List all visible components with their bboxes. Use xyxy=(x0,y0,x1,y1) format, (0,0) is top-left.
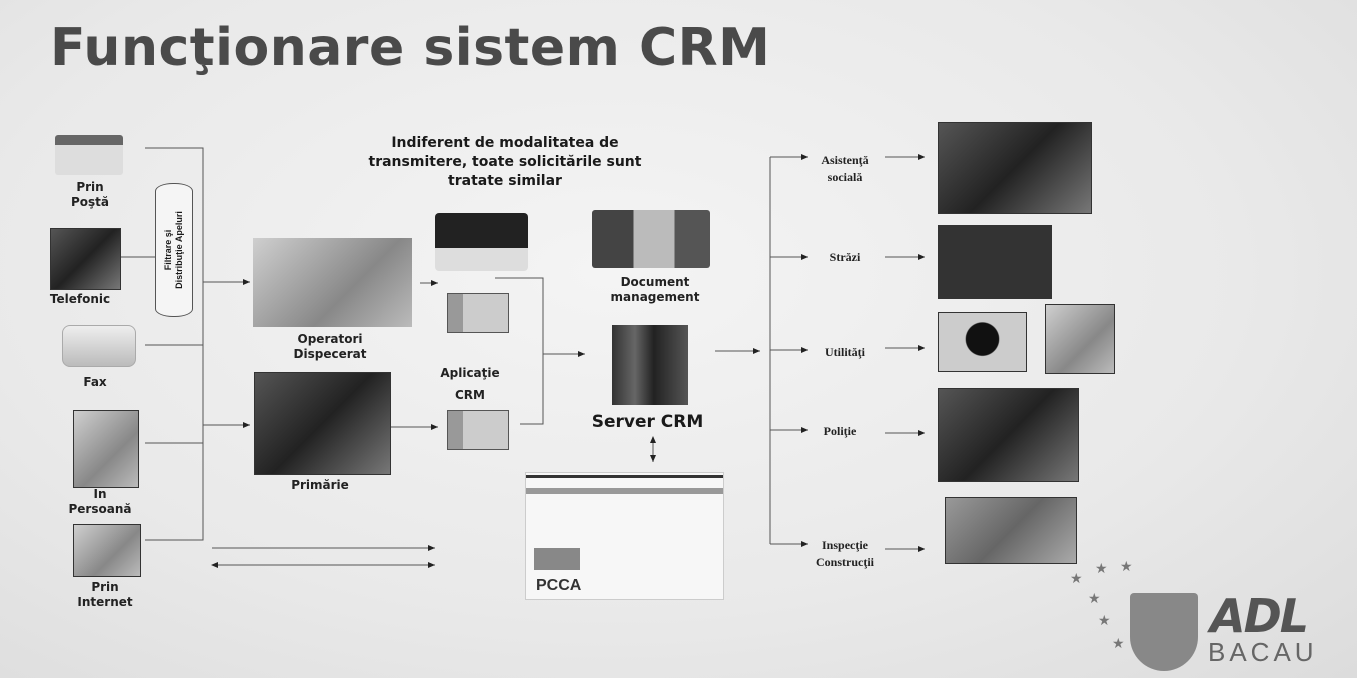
computer-icon xyxy=(447,293,509,333)
telephone-photo xyxy=(50,228,121,290)
crm-app-line1: Aplicaţie xyxy=(440,366,500,380)
logo-city: BACAU xyxy=(1208,637,1318,667)
operators-line1: Operatori xyxy=(297,332,363,346)
channel-in-person-line1: In xyxy=(93,487,107,501)
dept-construction-line2: Construcţii xyxy=(816,555,874,569)
mailbox-icon xyxy=(55,135,123,175)
dept-social-line1: Asistenţă xyxy=(821,153,869,167)
star-icon: ★ xyxy=(1095,560,1108,576)
dept-streets-label: Străzi xyxy=(829,250,861,264)
channel-internet-line1: Prin xyxy=(91,580,119,594)
computer-icon xyxy=(447,410,509,450)
doc-mgmt-line2: management xyxy=(610,290,700,304)
channel-post-line1: Prin xyxy=(76,180,104,194)
utilities-photo-debris xyxy=(1045,304,1115,374)
channel-in-person-line2: Persoană xyxy=(68,502,132,516)
city-hall-photo xyxy=(254,372,391,475)
fax-icon xyxy=(62,325,136,367)
star-icon: ★ xyxy=(1088,590,1101,606)
scanner-icon xyxy=(435,213,528,271)
server-icon xyxy=(612,325,688,405)
star-icon: ★ xyxy=(1112,635,1125,651)
page-title: Funcţionare sistem CRM xyxy=(50,18,771,78)
city-hall-label: Primărie xyxy=(291,478,349,492)
operators-line2: Dispecerat xyxy=(293,347,367,361)
streets-photo xyxy=(938,225,1052,299)
dept-police-label: Poliţie xyxy=(823,424,857,438)
dept-social-label: Asistenţă socială xyxy=(805,152,885,186)
channel-internet-line2: Internet xyxy=(77,595,133,609)
star-icon: ★ xyxy=(1098,612,1111,628)
adl-bacau-logo: ADL BACAU xyxy=(1130,585,1350,675)
internet-photo xyxy=(73,524,141,577)
dept-utilities-label: Utilităţi xyxy=(825,345,865,359)
crm-app-line2: CRM xyxy=(455,388,485,402)
social-assistance-photo xyxy=(938,122,1092,214)
filter-line1: Filtrare şi xyxy=(163,229,173,271)
pcca-portal-screenshot: PCCA xyxy=(525,472,724,600)
logo-name: ADL xyxy=(1210,589,1309,643)
dept-social-line2: socială xyxy=(827,170,863,184)
doc-mgmt-line1: Document xyxy=(620,275,690,289)
operators-photo xyxy=(253,238,412,327)
dept-construction-line1: Inspecţie xyxy=(822,538,868,552)
intro-text: Indiferent de modalitatea de transmitere… xyxy=(368,135,642,189)
document-management-icon xyxy=(592,210,710,268)
pcca-label: PCCA xyxy=(536,577,582,594)
police-photo xyxy=(938,388,1079,482)
channel-fax-label: Fax xyxy=(83,375,107,389)
star-icon: ★ xyxy=(1120,558,1133,574)
channel-phone-label: Telefonic xyxy=(49,292,111,306)
filter-line2: Distribuţie Apeluri xyxy=(174,211,184,289)
coat-of-arms-icon xyxy=(1130,593,1198,671)
in-person-photo xyxy=(73,410,139,488)
star-icon: ★ xyxy=(1070,570,1083,586)
utilities-photo-manhole xyxy=(938,312,1027,372)
construction-photo xyxy=(945,497,1077,564)
server-label: Server CRM xyxy=(591,412,704,432)
channel-post-line2: Poştă xyxy=(70,195,109,209)
